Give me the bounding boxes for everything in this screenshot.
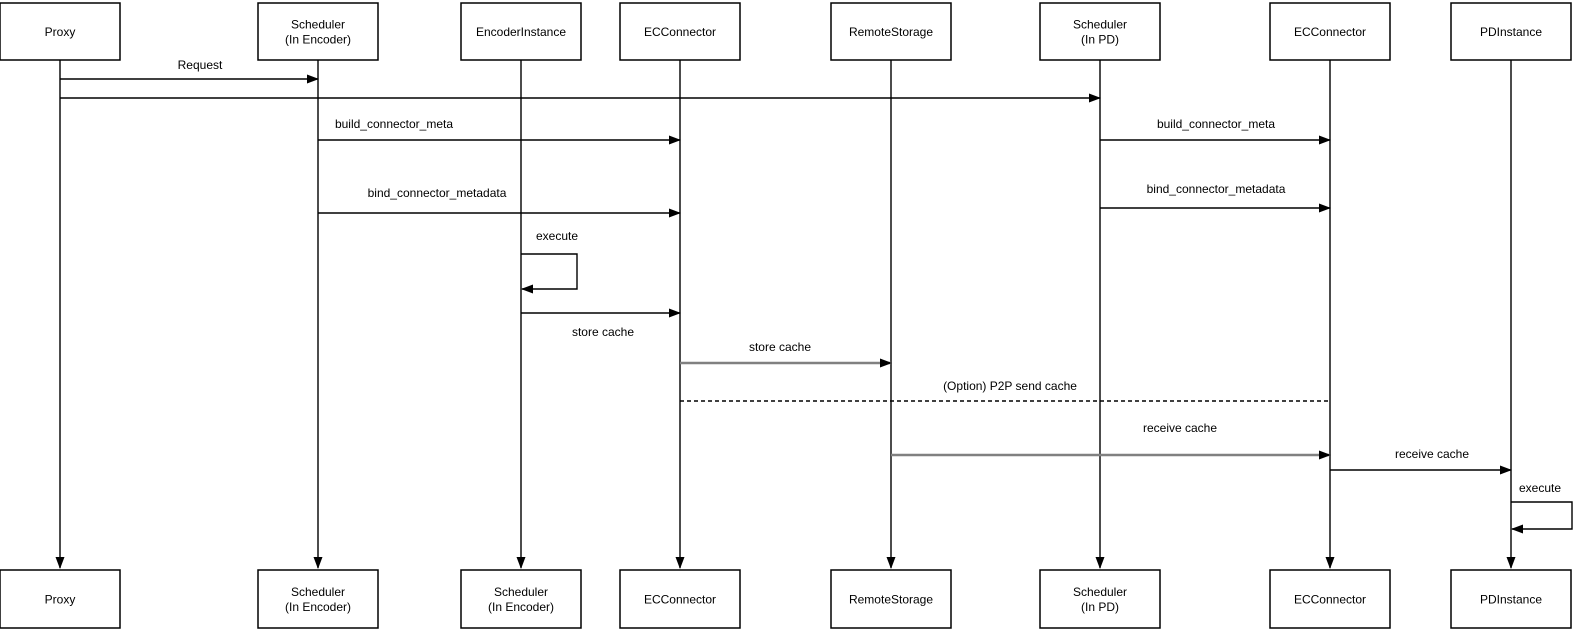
participant-top-encoder-instance-label: EncoderInstance xyxy=(476,25,566,39)
request-message-label: Request xyxy=(178,58,223,72)
receive-cache-from-storage: receive cache xyxy=(891,421,1331,460)
participant-bottom-scheduler-encoder-label: Scheduler(In Encoder) xyxy=(285,585,351,614)
execute-self-loop-encoder-loop xyxy=(521,253,578,294)
participant-top-scheduler-encoder-box xyxy=(257,2,379,61)
participant-top-remote-storage-box xyxy=(830,2,952,61)
participant-bottom-pd-instance-box xyxy=(1450,569,1572,629)
participant-bottom-scheduler-encoder: Scheduler(In Encoder) xyxy=(257,569,379,629)
participant-top-encoder-instance: EncoderInstance xyxy=(460,2,582,61)
participant-bottom-encoder-instance: Scheduler(In Encoder) xyxy=(460,569,582,629)
store-cache-to-remote-storage-label: store cache xyxy=(749,340,811,354)
participant-top-pd-instance-box xyxy=(1450,2,1572,61)
participant-bottom-encoder-instance-box xyxy=(460,569,582,629)
participant-top-encoder-instance-box xyxy=(460,2,582,61)
receive-cache-from-storage-label: receive cache xyxy=(1143,421,1217,435)
participant-bottom-scheduler-pd: Scheduler(In PD) xyxy=(1039,569,1161,629)
execute-self-loop-encoder: execute xyxy=(521,229,578,294)
participant-top-remote-storage: RemoteStorage xyxy=(830,2,952,61)
participant-bottom-scheduler-pd-label: Scheduler(In PD) xyxy=(1073,585,1127,614)
participant-top-pd-instance: PDInstance xyxy=(1450,2,1572,61)
participant-bottom-proxy-label: Proxy xyxy=(45,593,76,607)
request-message: Request xyxy=(60,58,319,84)
receive-cache-to-pd-instance-label: receive cache xyxy=(1395,447,1469,461)
build-connector-meta-left-label: build_connector_meta xyxy=(335,117,453,131)
participant-bottom-pd-instance-label: PDInstance xyxy=(1480,593,1542,607)
store-cache-to-remote-storage: store cache xyxy=(680,340,892,368)
participant-bottom-ec-connector-2-box xyxy=(1269,569,1391,629)
participant-top-proxy-label: Proxy xyxy=(45,25,76,39)
bind-connector-metadata-right-label: bind_connector_metadata xyxy=(1147,182,1286,196)
participant-bottom-scheduler-encoder-box xyxy=(257,569,379,629)
receive-cache-to-pd-instance: receive cache xyxy=(1330,447,1512,475)
execute-self-loop-pd-loop xyxy=(1511,501,1573,534)
execute-self-loop-pd-label: execute xyxy=(1519,481,1561,495)
bind-connector-metadata-right: bind_connector_metadata xyxy=(1100,182,1331,213)
participant-top-ec-connector-1-box xyxy=(619,2,741,61)
participant-bottom-pd-instance: PDInstance xyxy=(1450,569,1572,629)
execute-self-loop-pd: execute xyxy=(1511,481,1573,534)
participant-bottom-encoder-instance-label: Scheduler(In Encoder) xyxy=(488,585,554,614)
participant-bottom-ec-connector-1-box xyxy=(619,569,741,629)
participant-top-scheduler-pd-label: Scheduler(In PD) xyxy=(1073,18,1127,47)
execute-self-loop-encoder-label: execute xyxy=(536,229,578,243)
p2p-send-cache-optional-label: (Option) P2P send cache xyxy=(943,379,1077,393)
participant-top-remote-storage-label: RemoteStorage xyxy=(849,25,933,39)
participant-top-ec-connector-2: ECConnector xyxy=(1269,2,1391,61)
bind-connector-metadata-left-label: bind_connector_metadata xyxy=(368,186,507,200)
participant-bottom-proxy: Proxy xyxy=(0,569,121,629)
participant-top-ec-connector-2-label: ECConnector xyxy=(1294,25,1366,39)
participant-bottom-ec-connector-1: ECConnector xyxy=(619,569,741,629)
bind-connector-metadata-left: bind_connector_metadata xyxy=(318,186,681,218)
participant-top-scheduler-pd: Scheduler(In PD) xyxy=(1039,2,1161,61)
participant-bottom-remote-storage: RemoteStorage xyxy=(830,569,952,629)
build-connector-meta-left: build_connector_meta xyxy=(318,117,681,145)
encoder-to-connector-store-label: store cache xyxy=(572,325,634,339)
participant-top-pd-instance-label: PDInstance xyxy=(1480,25,1542,39)
participant-top-ec-connector-1-label: ECConnector xyxy=(644,25,716,39)
participant-top-scheduler-pd-box xyxy=(1039,2,1161,61)
participant-top-scheduler-encoder: Scheduler(In Encoder) xyxy=(257,2,379,61)
participant-top-ec-connector-2-box xyxy=(1269,2,1391,61)
build-connector-meta-right: build_connector_meta xyxy=(1100,117,1331,145)
participant-top-ec-connector-1: ECConnector xyxy=(619,2,741,61)
p2p-send-cache-optional: (Option) P2P send cache xyxy=(680,379,1330,402)
participant-bottom-remote-storage-label: RemoteStorage xyxy=(849,593,933,607)
participant-bottom-scheduler-pd-box xyxy=(1039,569,1161,629)
participant-top-proxy-box xyxy=(0,2,121,61)
build-connector-meta-right-label: build_connector_meta xyxy=(1157,117,1275,131)
participant-bottom-ec-connector-2-label: ECConnector xyxy=(1294,593,1366,607)
participant-bottom-ec-connector-1-label: ECConnector xyxy=(644,593,716,607)
participant-top-scheduler-encoder-label: Scheduler(In Encoder) xyxy=(285,18,351,47)
participant-bottom-remote-storage-box xyxy=(830,569,952,629)
encoder-to-connector-store: store cache xyxy=(521,308,681,339)
participant-bottom-proxy-box xyxy=(0,569,121,629)
participant-bottom-ec-connector-2: ECConnector xyxy=(1269,569,1391,629)
participant-top-proxy: Proxy xyxy=(0,2,121,61)
